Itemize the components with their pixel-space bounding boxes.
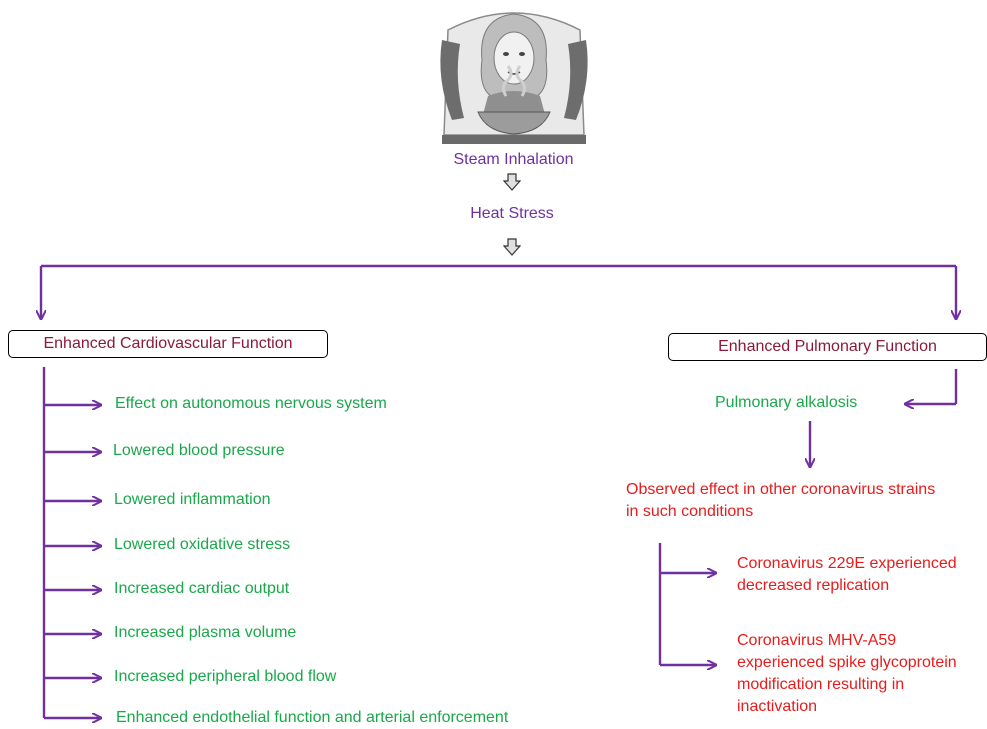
hollow-down-arrow-icon [503, 173, 521, 191]
steam-inhalation-label: Steam Inhalation [453, 151, 574, 168]
cardio-effect-item: Lowered oxidative stress [114, 536, 291, 553]
cardio-effect-item: Increased peripheral blood flow [114, 668, 337, 685]
cardio-effect-item: Increased plasma volume [114, 624, 297, 641]
cardio-effect-item: Effect on autonomous nervous system [115, 395, 387, 412]
cardio-effect-item: Increased cardiac output [114, 580, 290, 597]
cardio-effect-item: Lowered blood pressure [113, 442, 285, 459]
cardio-effect-item: Enhanced endothelial function and arteri… [116, 709, 509, 726]
pulmonary-alkalosis-label: Pulmonary alkalosis [715, 394, 858, 411]
cardio-effect-item: Lowered inflammation [114, 491, 271, 508]
heat-stress-label: Heat Stress [470, 205, 554, 222]
observed-effect-text: Observed effect in other coronavirus str… [626, 481, 936, 520]
steam-inhalation-illustration [440, 12, 588, 144]
coronavirus-outcome-item: Coronavirus 229E experienced decreased r… [737, 555, 957, 594]
coronavirus-outcome-item: Coronavirus MHV-A59 experienced spike gl… [737, 632, 957, 715]
pulmonary-function-box: Enhanced Pulmonary Function [668, 333, 987, 361]
cardiovascular-function-box: Enhanced Cardiovascular Function [8, 330, 328, 358]
hollow-down-arrow-icon [503, 238, 521, 256]
